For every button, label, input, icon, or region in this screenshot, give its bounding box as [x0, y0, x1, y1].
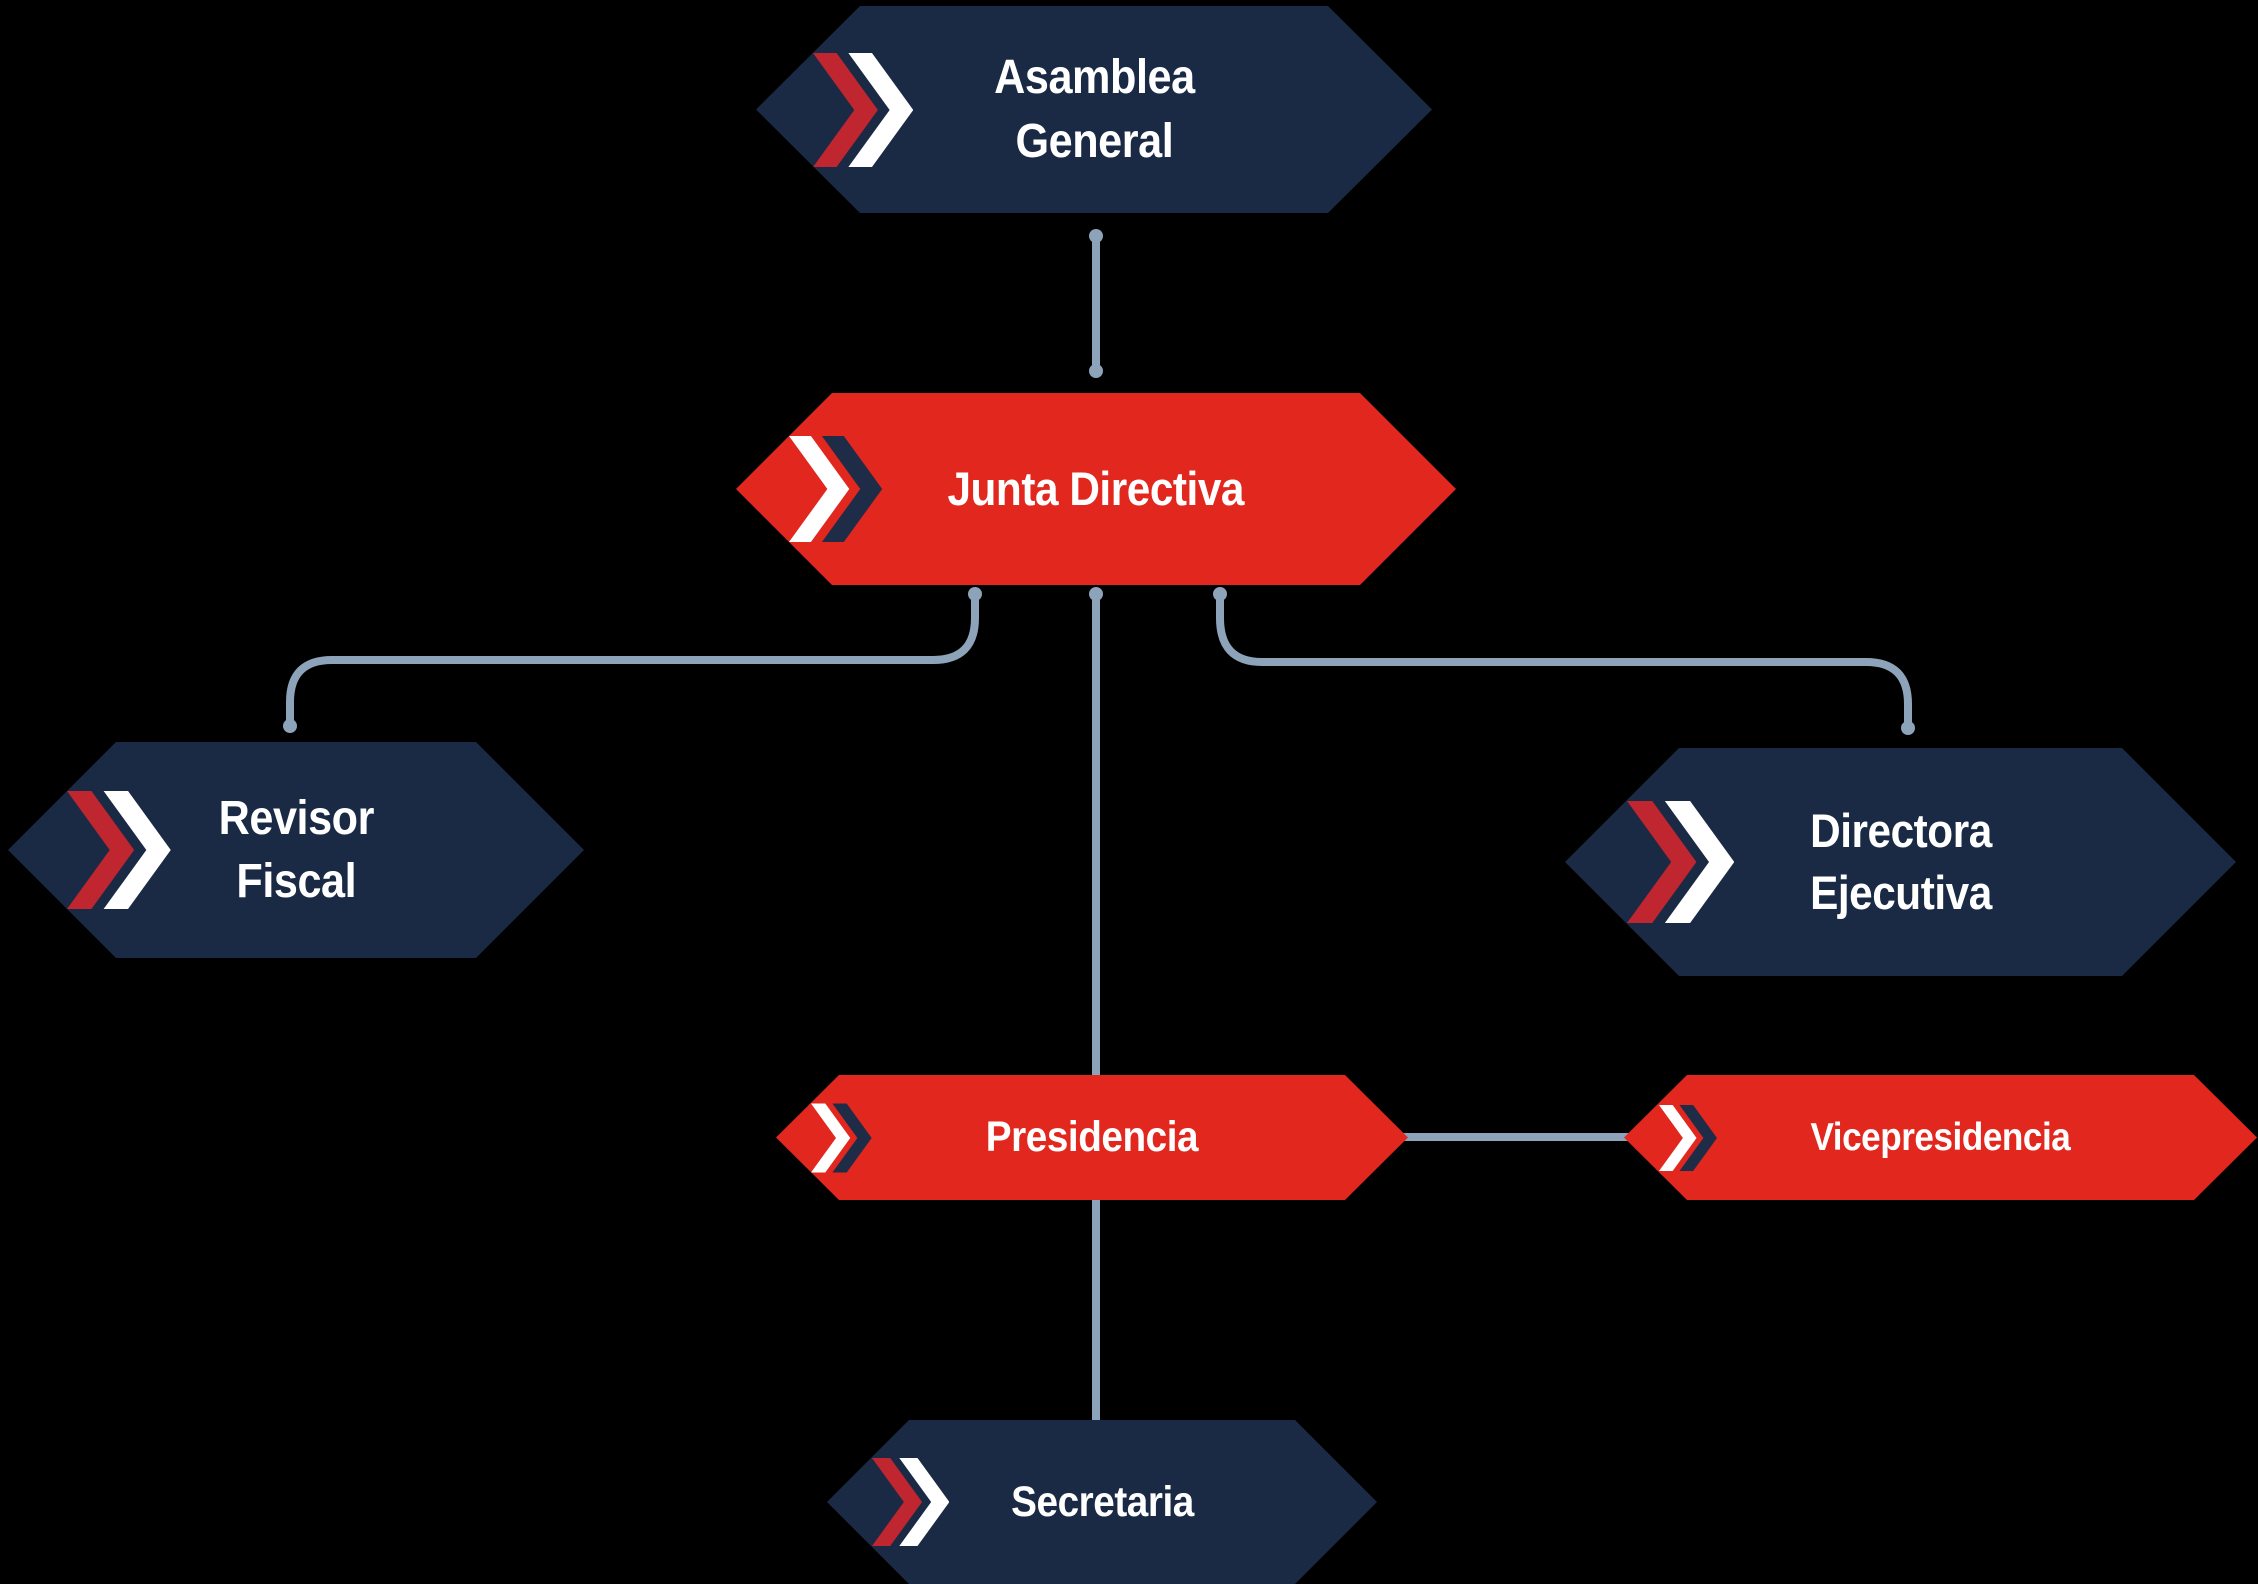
connector-endpoint-dot: [1089, 229, 1103, 243]
connector-lines: [283, 229, 1915, 1428]
org-node-label-line: Asamblea: [993, 51, 1195, 105]
connector-endpoint-dot: [1901, 721, 1915, 735]
connector-endpoint-dot: [1089, 587, 1103, 601]
double-chevron-icon: [872, 1458, 949, 1546]
org-node-vicepresidencia: Vicepresidencia: [1624, 1075, 2257, 1200]
org-node-secretaria: Secretaria: [827, 1420, 1377, 1584]
org-node-label-line: General: [1015, 114, 1173, 168]
org-node-label-line: Fiscal: [236, 855, 356, 908]
double-chevron-icon: [789, 436, 882, 542]
org-node-label: Directora Ejecutiva: [1810, 800, 1992, 924]
org-node-asamblea-general: Asamblea General: [756, 6, 1432, 213]
org-node-label-line: Junta Directiva: [947, 461, 1245, 515]
org-node-label-line: Presidencia: [985, 1113, 1199, 1162]
org-node-directora-ejecutiva: Directora Ejecutiva: [1565, 748, 2236, 976]
double-chevron-icon: [1627, 801, 1734, 923]
org-node-label: Asamblea General: [994, 46, 1195, 173]
org-node-label: Junta Directiva: [948, 458, 1245, 520]
org-node-label-line: Ejecutiva: [1809, 866, 1992, 919]
org-node-revisor-fiscal: Revisor Fiscal: [8, 742, 584, 958]
double-chevron-icon: [1659, 1105, 1717, 1171]
org-node-label: Revisor Fiscal: [218, 787, 373, 914]
double-chevron-icon: [67, 791, 171, 909]
org-node-label: Presidencia: [986, 1109, 1198, 1166]
org-node-presidencia: Presidencia: [776, 1075, 1408, 1200]
org-node-label: Secretaria: [1011, 1474, 1194, 1531]
double-chevron-icon: [813, 53, 913, 167]
connector-endpoint-dot: [1213, 587, 1227, 601]
org-node-label: Vicepresidencia: [1811, 1112, 2071, 1163]
connector-junta-revisor: [286, 590, 979, 728]
org-node-label-line: Secretaria: [1010, 1477, 1194, 1526]
org-node-label-line: Directora: [1809, 803, 1992, 857]
org-node-junta-directiva: Junta Directiva: [736, 393, 1456, 585]
org-chart: Asamblea General Junta Directiva Revisor…: [8, 6, 2257, 1542]
connector-endpoint-dot: [1089, 364, 1103, 378]
connector-endpoint-dot: [968, 587, 982, 601]
connector-endpoint-dot: [283, 719, 297, 733]
connector-junta-directora: [1216, 590, 1912, 730]
org-node-label-line: Revisor: [218, 791, 374, 845]
org-node-label-line: Vicepresidencia: [1810, 1115, 2071, 1159]
double-chevron-icon: [811, 1103, 872, 1172]
